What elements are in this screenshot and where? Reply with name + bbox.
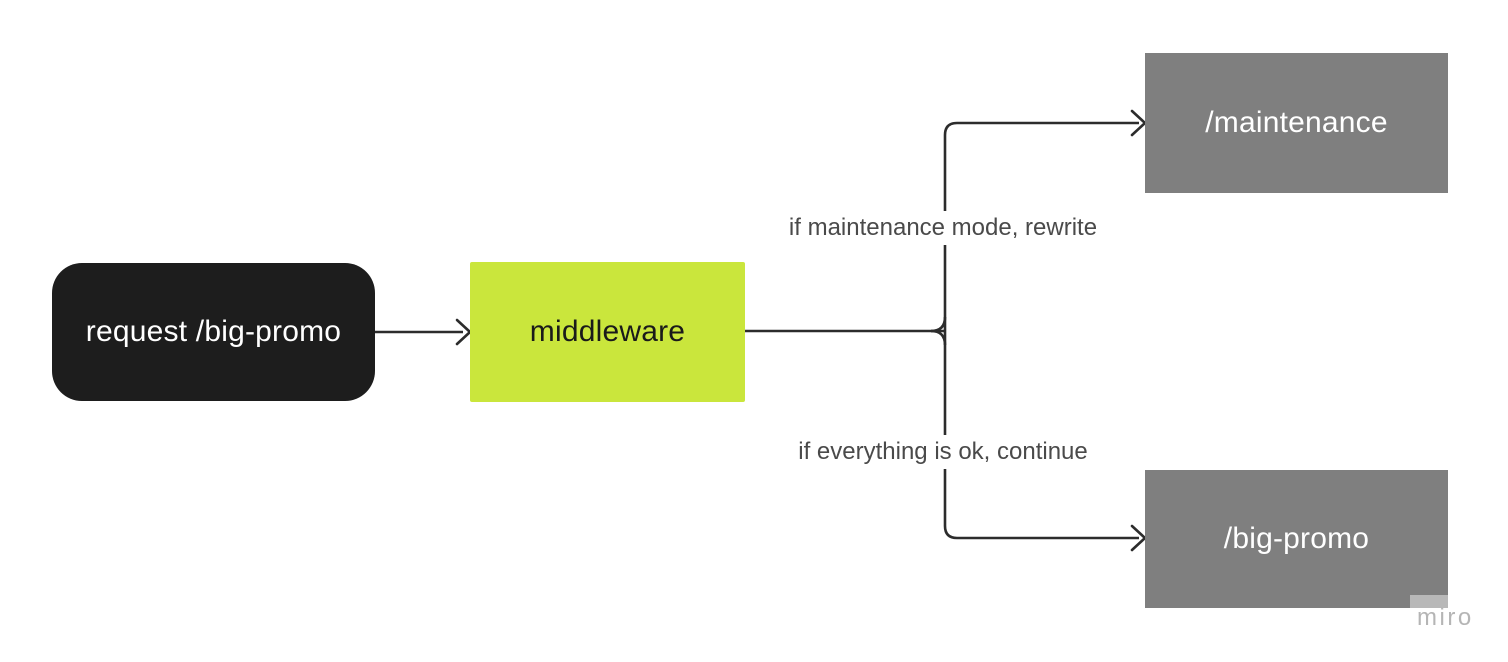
arrowhead-bigpromo-icon xyxy=(1130,524,1147,552)
node-request-big-promo[interactable]: request /big-promo xyxy=(52,263,375,401)
edge-label-maintenance-mode[interactable]: if maintenance mode, rewrite xyxy=(782,211,1104,245)
line-branch-trunk xyxy=(943,121,1139,540)
node-middleware[interactable]: middleware xyxy=(470,262,745,402)
arrowhead-maintenance-icon xyxy=(1130,109,1147,137)
watermark-backdrop xyxy=(1410,595,1448,608)
edge-label-everything-ok[interactable]: if everything is ok, continue xyxy=(792,435,1094,469)
node-maintenance-route[interactable]: /maintenance xyxy=(1145,53,1448,193)
node-big-promo-label: /big-promo xyxy=(1223,522,1370,555)
node-middleware-label: middleware xyxy=(529,315,686,348)
node-request-label: request /big-promo xyxy=(85,315,342,348)
node-big-promo-route[interactable]: /big-promo xyxy=(1145,470,1448,608)
node-maintenance-label: /maintenance xyxy=(1205,106,1388,139)
junction-fillet-up xyxy=(930,316,947,333)
junction-fillet-down xyxy=(930,329,947,346)
arrowhead-middleware-icon xyxy=(455,318,472,346)
miro-watermark: miro xyxy=(1417,604,1474,631)
